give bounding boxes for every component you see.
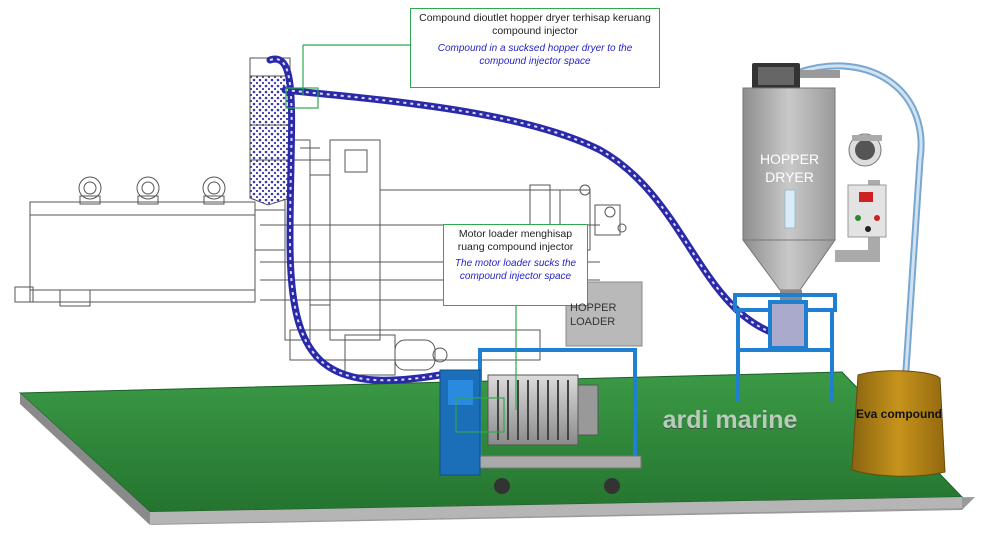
callout-text-english: The motor loader sucks the compound inje… — [454, 258, 577, 282]
hopper-dryer — [742, 63, 887, 302]
hopper-loader-label: HOPPER LOADER — [570, 302, 617, 328]
eva-compound-label: Eva compound — [855, 407, 942, 421]
hopper-loader-unit — [439, 281, 643, 494]
callout-text-english: Compound in a sucksed hopper dryer to th… — [437, 43, 633, 67]
callout-text-indonesian: Motor loader menghisap ruang compound in… — [457, 228, 574, 253]
dryer-stand — [733, 293, 837, 402]
injector-hopper — [249, 57, 291, 206]
callout-leaders — [285, 44, 517, 433]
hopper-dryer-label: HOPPER DRYER — [759, 151, 820, 185]
callout-hopper-dryer-suction: Compound dioutlet hopper dryer terhisap … — [410, 8, 660, 88]
watermark-label: ardi marine — [662, 406, 798, 434]
eva-compound-bag — [851, 370, 946, 477]
callout-motor-loader: Motor loader menghisap ruang compound in… — [443, 224, 588, 306]
supply-hose — [798, 62, 925, 386]
suction-hose — [266, 55, 794, 384]
callout-text-indonesian: Compound dioutlet hopper dryer terhisap … — [419, 12, 651, 37]
